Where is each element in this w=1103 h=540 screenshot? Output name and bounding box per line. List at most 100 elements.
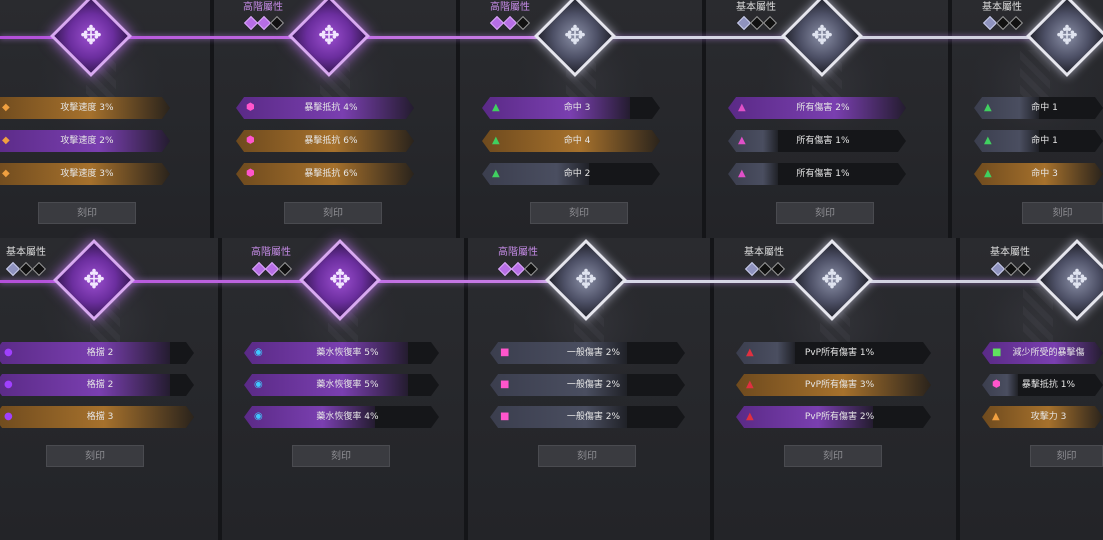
triangle-stat-icon: ▲: [492, 168, 500, 179]
stat-line[interactable]: ▲PvP所有傷害 1%: [736, 342, 931, 364]
stat-line[interactable]: ▲命中 3: [482, 97, 660, 119]
square-stat-icon: ■: [500, 347, 510, 358]
stat-line[interactable]: ◉藥水恢復率 4%: [244, 406, 439, 428]
engrave-button[interactable]: 刻印: [784, 445, 882, 467]
grade-gems: [982, 13, 1024, 31]
stat-line[interactable]: ●格擋 2: [0, 374, 194, 396]
celtic-knot-icon: ✥: [80, 21, 102, 51]
triangle-stat-icon: ▲: [984, 135, 992, 146]
diamond-stat-icon: ◆: [2, 168, 10, 179]
grade-gems: [744, 259, 786, 277]
stat-line[interactable]: ▲所有傷害 2%: [728, 97, 906, 119]
hexagon-stat-icon: ⬢: [246, 135, 255, 146]
grade-gems: [243, 13, 285, 31]
stat-line[interactable]: ◉藥水恢復率 5%: [244, 374, 439, 396]
ring-stat-icon: ◉: [254, 347, 263, 358]
grade-gems: [5, 259, 47, 277]
engrave-button[interactable]: 刻印: [1030, 445, 1103, 467]
engrave-button[interactable]: 刻印: [530, 202, 628, 224]
stat-line[interactable]: ●格擋 2: [0, 342, 194, 364]
triangle-stat-icon: ▲: [746, 347, 754, 358]
stat-line[interactable]: ⬢暴擊抵抗 6%: [236, 130, 414, 152]
stat-line[interactable]: ▲命中 3: [974, 163, 1103, 185]
triangle-stat-icon: ▲: [492, 102, 500, 113]
stat-line[interactable]: ▲命中 1: [974, 130, 1103, 152]
stat-line[interactable]: ■一般傷害 2%: [490, 374, 685, 396]
panel-title: 高階屬性: [251, 247, 291, 258]
stat-line[interactable]: ■一般傷害 2%: [490, 406, 685, 428]
stat-line[interactable]: ▲命中 1: [974, 97, 1103, 119]
hexagon-stat-icon: ⬢: [992, 379, 1001, 390]
ring-stat-icon: ◉: [254, 411, 263, 422]
celtic-knot-icon: ✥: [83, 265, 105, 295]
celtic-knot-icon: ✥: [1056, 21, 1078, 51]
diamond-stat-icon: ◆: [2, 135, 10, 146]
engraving-panel: [950, 0, 1103, 238]
grade-gems: [736, 13, 778, 31]
celtic-knot-icon: ✥: [811, 21, 833, 51]
hexagon-stat-icon: ⬢: [246, 168, 255, 179]
celtic-knot-icon: ✥: [564, 21, 586, 51]
hexagon-stat-icon: ⬢: [246, 102, 255, 113]
stat-line[interactable]: ⬢暴擊抵抗 1%: [982, 374, 1103, 396]
panel-title: 基本屬性: [990, 247, 1030, 258]
grade-gems: [489, 13, 531, 31]
stat-line[interactable]: ■一般傷害 2%: [490, 342, 685, 364]
triangle-stat-icon: ▲: [984, 168, 992, 179]
grade-gems: [251, 259, 293, 277]
stat-line[interactable]: ▲所有傷害 1%: [728, 130, 906, 152]
stat-line[interactable]: ◆攻擊速度 3%: [0, 97, 170, 119]
triangle-stat-icon: ▲: [492, 135, 500, 146]
stat-line[interactable]: ◆攻擊速度 3%: [0, 163, 170, 185]
celtic-knot-icon: ✥: [821, 265, 843, 295]
engrave-button[interactable]: 刻印: [1022, 202, 1103, 224]
triangle-stat-icon: ▲: [992, 411, 1000, 422]
celtic-knot-icon: ✥: [329, 265, 351, 295]
panel-title: 基本屬性: [744, 247, 784, 258]
triangle-stat-icon: ▲: [746, 411, 754, 422]
panel-title: 高階屬性: [490, 2, 530, 13]
celtic-knot-icon: ✥: [318, 21, 340, 51]
stat-line[interactable]: ◉藥水恢復率 5%: [244, 342, 439, 364]
grade-gems: [497, 259, 539, 277]
stat-line[interactable]: ▲所有傷害 1%: [728, 163, 906, 185]
engrave-button[interactable]: 刻印: [538, 445, 636, 467]
diamond-stat-icon: ◆: [2, 102, 10, 113]
stat-line[interactable]: ◆攻擊速度 2%: [0, 130, 170, 152]
stat-line[interactable]: ▲攻擊力 3: [982, 406, 1103, 428]
engraving-row-1: 高階屬性 高階屬性 基本屬性 基本屬性 ✥ ✥ ✥ ✥ ✥ ◆攻擊速度 3% ◆…: [0, 0, 1103, 238]
stat-line[interactable]: ▲命中 2: [482, 163, 660, 185]
engrave-button[interactable]: 刻印: [292, 445, 390, 467]
circle-stat-icon: ●: [4, 379, 13, 390]
stat-line[interactable]: ▲PvP所有傷害 3%: [736, 374, 931, 396]
panel-title: 基本屬性: [6, 247, 46, 258]
square-stat-icon: ■: [500, 379, 510, 390]
circle-stat-icon: ●: [4, 411, 13, 422]
triangle-stat-icon: ▲: [984, 102, 992, 113]
stat-line[interactable]: ■減少所受的暴擊傷: [982, 342, 1103, 364]
panel-title: 基本屬性: [982, 2, 1022, 13]
engraving-panel: [212, 0, 458, 238]
stat-line[interactable]: ⬢暴擊抵抗 4%: [236, 97, 414, 119]
stat-line[interactable]: ●格擋 3: [0, 406, 194, 428]
triangle-stat-icon: ▲: [738, 102, 746, 113]
circle-stat-icon: ●: [4, 347, 13, 358]
panel-title: 高階屬性: [243, 2, 283, 13]
celtic-knot-icon: ✥: [1066, 265, 1088, 295]
engrave-button[interactable]: 刻印: [284, 202, 382, 224]
grade-gems: [990, 259, 1032, 277]
engrave-button[interactable]: 刻印: [776, 202, 874, 224]
engraving-row-2: 基本屬性 高階屬性 高階屬性 基本屬性 基本屬性 ✥ ✥ ✥ ✥ ✥ ●格擋 2…: [0, 238, 1103, 540]
square-stat-icon: ■: [992, 347, 1002, 358]
stat-line[interactable]: ⬢暴擊抵抗 6%: [236, 163, 414, 185]
panel-title: 高階屬性: [498, 247, 538, 258]
triangle-stat-icon: ▲: [738, 168, 746, 179]
square-stat-icon: ■: [500, 411, 510, 422]
ring-stat-icon: ◉: [254, 379, 263, 390]
engrave-button[interactable]: 刻印: [46, 445, 144, 467]
panel-title: 基本屬性: [736, 2, 776, 13]
stat-line[interactable]: ▲PvP所有傷害 2%: [736, 406, 931, 428]
triangle-stat-icon: ▲: [746, 379, 754, 390]
stat-line[interactable]: ▲命中 4: [482, 130, 660, 152]
engrave-button[interactable]: 刻印: [38, 202, 136, 224]
